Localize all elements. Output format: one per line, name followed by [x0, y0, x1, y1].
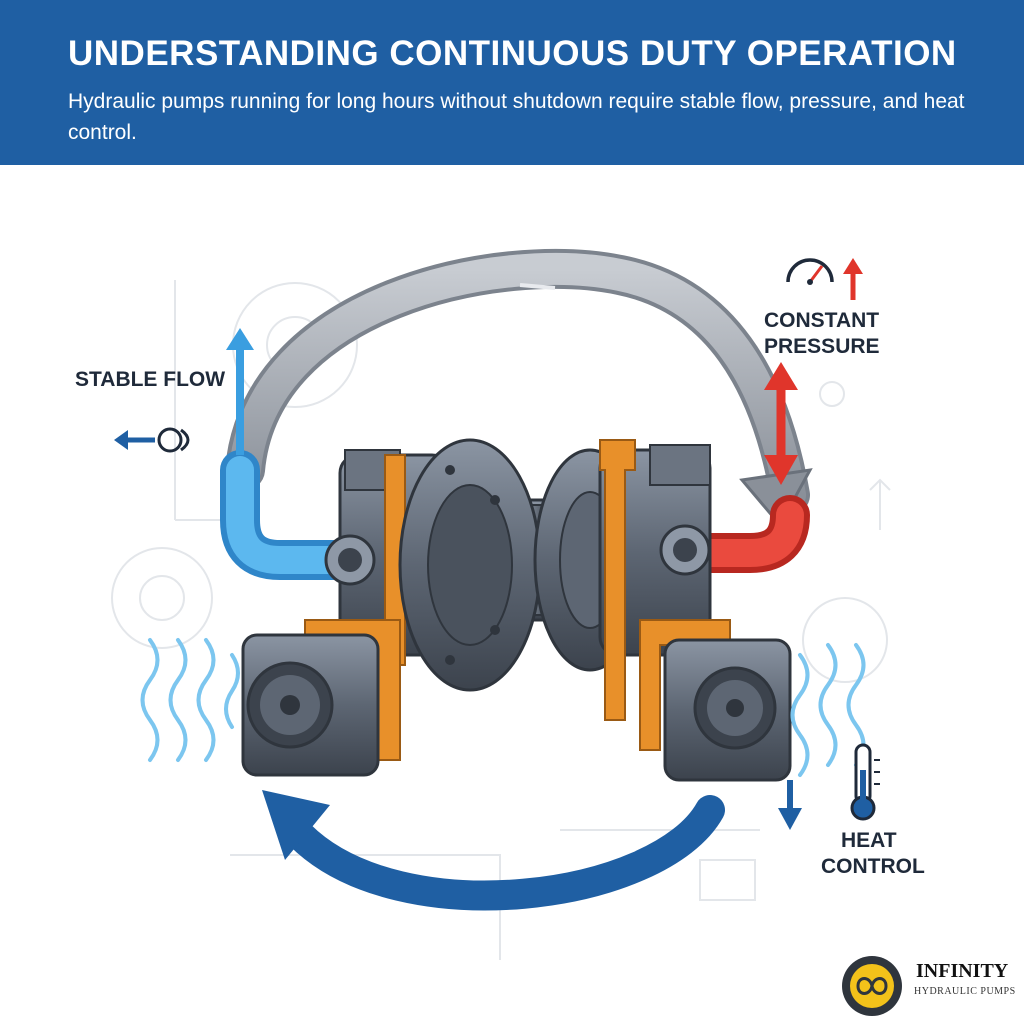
left-heat-waves-icon	[140, 638, 240, 762]
page-subtitle: Hydraulic pumps running for long hours w…	[68, 90, 965, 144]
heat-control-line2: CONTROL	[821, 855, 925, 878]
header-banner: UNDERSTANDING CONTINUOUS DUTY OPERATION …	[0, 0, 1024, 165]
pressure-down-arrow-icon	[764, 455, 798, 485]
stable-flow-label: STABLE FLOW	[75, 368, 226, 391]
flow-valve-icon	[114, 427, 190, 453]
pump-diagram	[111, 248, 902, 1016]
flow-up-arrow-icon	[226, 328, 254, 350]
brand-block: INFINITY HYDRAULIC PUMPS	[838, 952, 1018, 1012]
brand-tagline: HYDRAULIC PUMPS	[914, 986, 1016, 997]
heat-control-line1: HEAT	[841, 829, 897, 852]
left-cooling-fan	[241, 633, 380, 777]
constant-pressure-line2: PRESSURE	[764, 335, 880, 358]
return-flow-arc	[285, 795, 725, 911]
heat-down-arrow-icon	[778, 780, 802, 830]
page-title: UNDERSTANDING CONTINUOUS DUTY OPERATION	[68, 34, 957, 73]
heat-control-label: HEAT CONTROL	[821, 828, 925, 880]
thermometer-icon	[850, 743, 880, 821]
brand-logo-icon	[842, 956, 902, 1016]
pressure-gauge-icon	[786, 258, 863, 300]
right-heat-waves-icon	[790, 643, 866, 777]
return-arc-arrowhead	[262, 790, 330, 860]
constant-pressure-label: CONSTANT PRESSURE	[764, 308, 880, 360]
right-cooling-fan	[663, 638, 792, 782]
pressure-up-arrow-icon	[764, 362, 798, 390]
brand-name: INFINITY	[916, 960, 1009, 982]
constant-pressure-line1: CONSTANT	[764, 309, 880, 332]
